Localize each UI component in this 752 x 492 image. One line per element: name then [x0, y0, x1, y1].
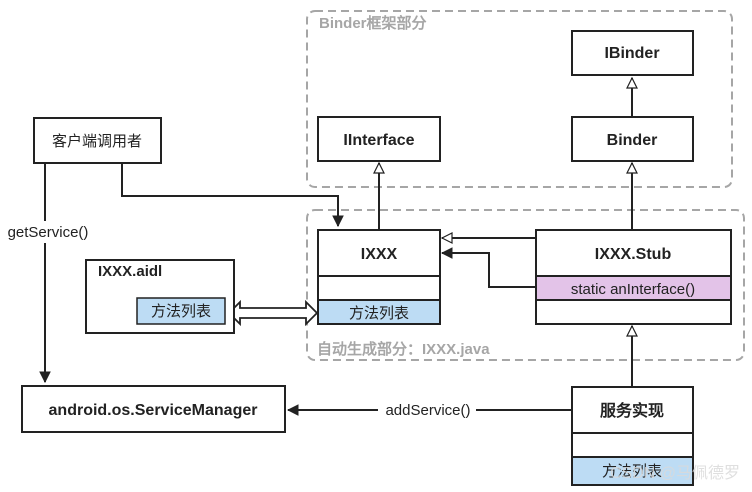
add-service-label-group: addService()	[378, 399, 476, 421]
aidl-ixxx-double-arrow	[227, 299, 319, 327]
service-impl-class: 服务实现 方法列表	[571, 386, 694, 486]
ixxx-class: IXXX 方法列表	[317, 229, 441, 325]
stub-class: IXXX.Stub static anInterface()	[535, 229, 732, 325]
stub-method-row	[537, 277, 730, 299]
stub-method-label: static anInterface()	[571, 281, 695, 298]
watermark: CSDN @马佩德罗	[610, 464, 740, 482]
ibinder-label: IBinder	[604, 45, 659, 62]
client-caller-box: 客户端调用者	[33, 117, 162, 164]
aidl-label: IXXX.aidl	[98, 263, 162, 280]
iinterface-label: IInterface	[343, 132, 414, 149]
aidl-file-box: IXXX.aidl 方法列表	[85, 259, 235, 334]
impl-method-row	[573, 458, 692, 484]
binder-framework-group: Binder框架部分	[306, 10, 733, 188]
get-service-label: getService()	[8, 224, 89, 241]
iinterface-class: IInterface	[317, 116, 441, 162]
get-service-label-group: getService()	[3, 221, 93, 243]
aninterface-to-ixxx-arrow	[442, 253, 536, 288]
aidl-method-row	[136, 297, 226, 325]
ixxx-method-row	[319, 301, 439, 323]
stub-label: IXXX.Stub	[595, 246, 672, 263]
binder-group-title: Binder框架部分	[319, 14, 427, 32]
caller-to-ixxx-arrow	[121, 164, 338, 226]
ibinder-class: IBinder	[571, 30, 694, 76]
service-manager-box: android.os.ServiceManager	[21, 385, 286, 433]
ixxx-label: IXXX	[361, 246, 398, 263]
impl-method-label: 方法列表	[602, 463, 662, 480]
service-manager-label: android.os.ServiceManager	[49, 402, 258, 419]
client-caller-label: 客户端调用者	[52, 133, 142, 150]
add-service-label: addService()	[385, 402, 470, 419]
aidl-method-label: 方法列表	[151, 303, 211, 320]
binder-label: Binder	[607, 132, 658, 149]
binder-class: Binder	[571, 116, 694, 162]
auto-generated-group: 自动生成部分：IXXX.java	[306, 209, 745, 361]
auto-group-title: 自动生成部分：IXXX.java	[317, 340, 490, 358]
ixxx-method-label: 方法列表	[349, 305, 409, 322]
impl-label: 服务实现	[600, 401, 664, 420]
